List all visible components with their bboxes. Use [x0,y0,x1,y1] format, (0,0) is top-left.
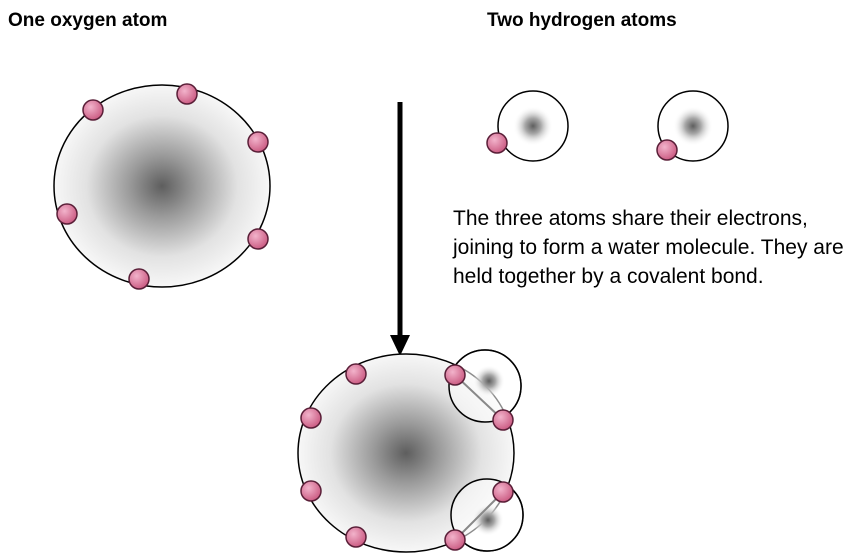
electron [300,407,322,429]
electron [345,526,367,548]
hydrogen-nucleus [673,106,713,146]
electron [82,99,104,121]
electron [492,481,514,503]
reaction-arrow [390,102,410,356]
electron [247,228,269,250]
electron [247,131,269,153]
electron [345,363,367,385]
hydrogen-atoms-title: Two hydrogen atoms [487,10,677,31]
electron [56,203,78,225]
oxygen-atom-title: One oxygen atom [8,10,168,31]
oxygen-atom [53,83,271,290]
hydrogen-atom-1 [486,90,569,162]
electron [176,83,198,105]
covalent-bond-bottom [454,491,504,541]
electron [444,364,466,386]
oxygen-shell [53,84,271,288]
covalent-bond-top [454,374,504,421]
electron [444,529,466,551]
electron [128,268,150,290]
hydrogen-atom-2 [656,90,729,162]
electron [492,409,514,431]
hydrogen-nucleus [513,106,553,146]
water-molecule [297,349,524,553]
oxygen-electrons [56,83,269,290]
electron [486,132,508,154]
electron [300,480,322,502]
covalent-bond-explanation: The three atoms share their electrons, j… [453,207,844,288]
bonded-hydrogen-nucleus-bottom [472,504,504,536]
molecule-electrons [300,363,514,551]
electron [656,139,678,161]
bonded-hydrogen-nucleus-top [473,365,505,397]
